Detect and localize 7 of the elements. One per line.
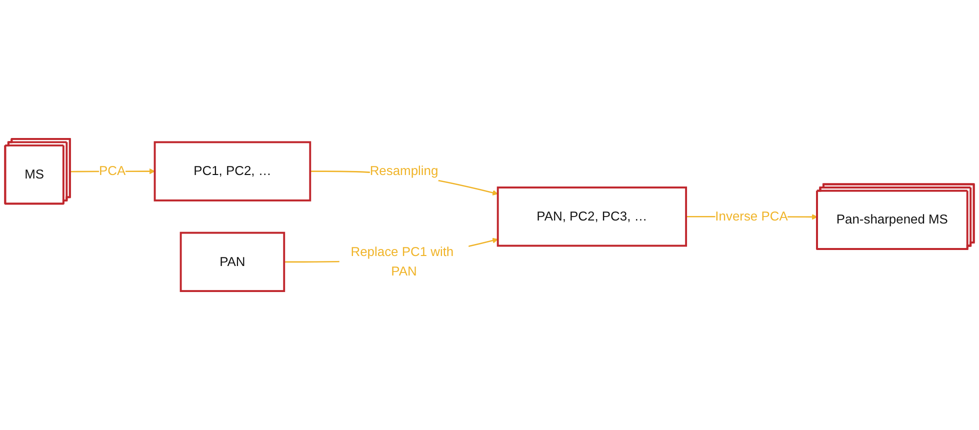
edge-label: Inverse PCA [715,210,788,224]
edge-label: Resampling [370,164,438,178]
node-box: PAN, PC2, PC3, … [496,186,688,247]
edge-label: PCA [99,164,126,178]
node-box: PC1, PC2, … [154,141,312,202]
node-box: PAN [180,232,286,292]
edge-label: Replace PC1 with PAN [350,245,454,279]
